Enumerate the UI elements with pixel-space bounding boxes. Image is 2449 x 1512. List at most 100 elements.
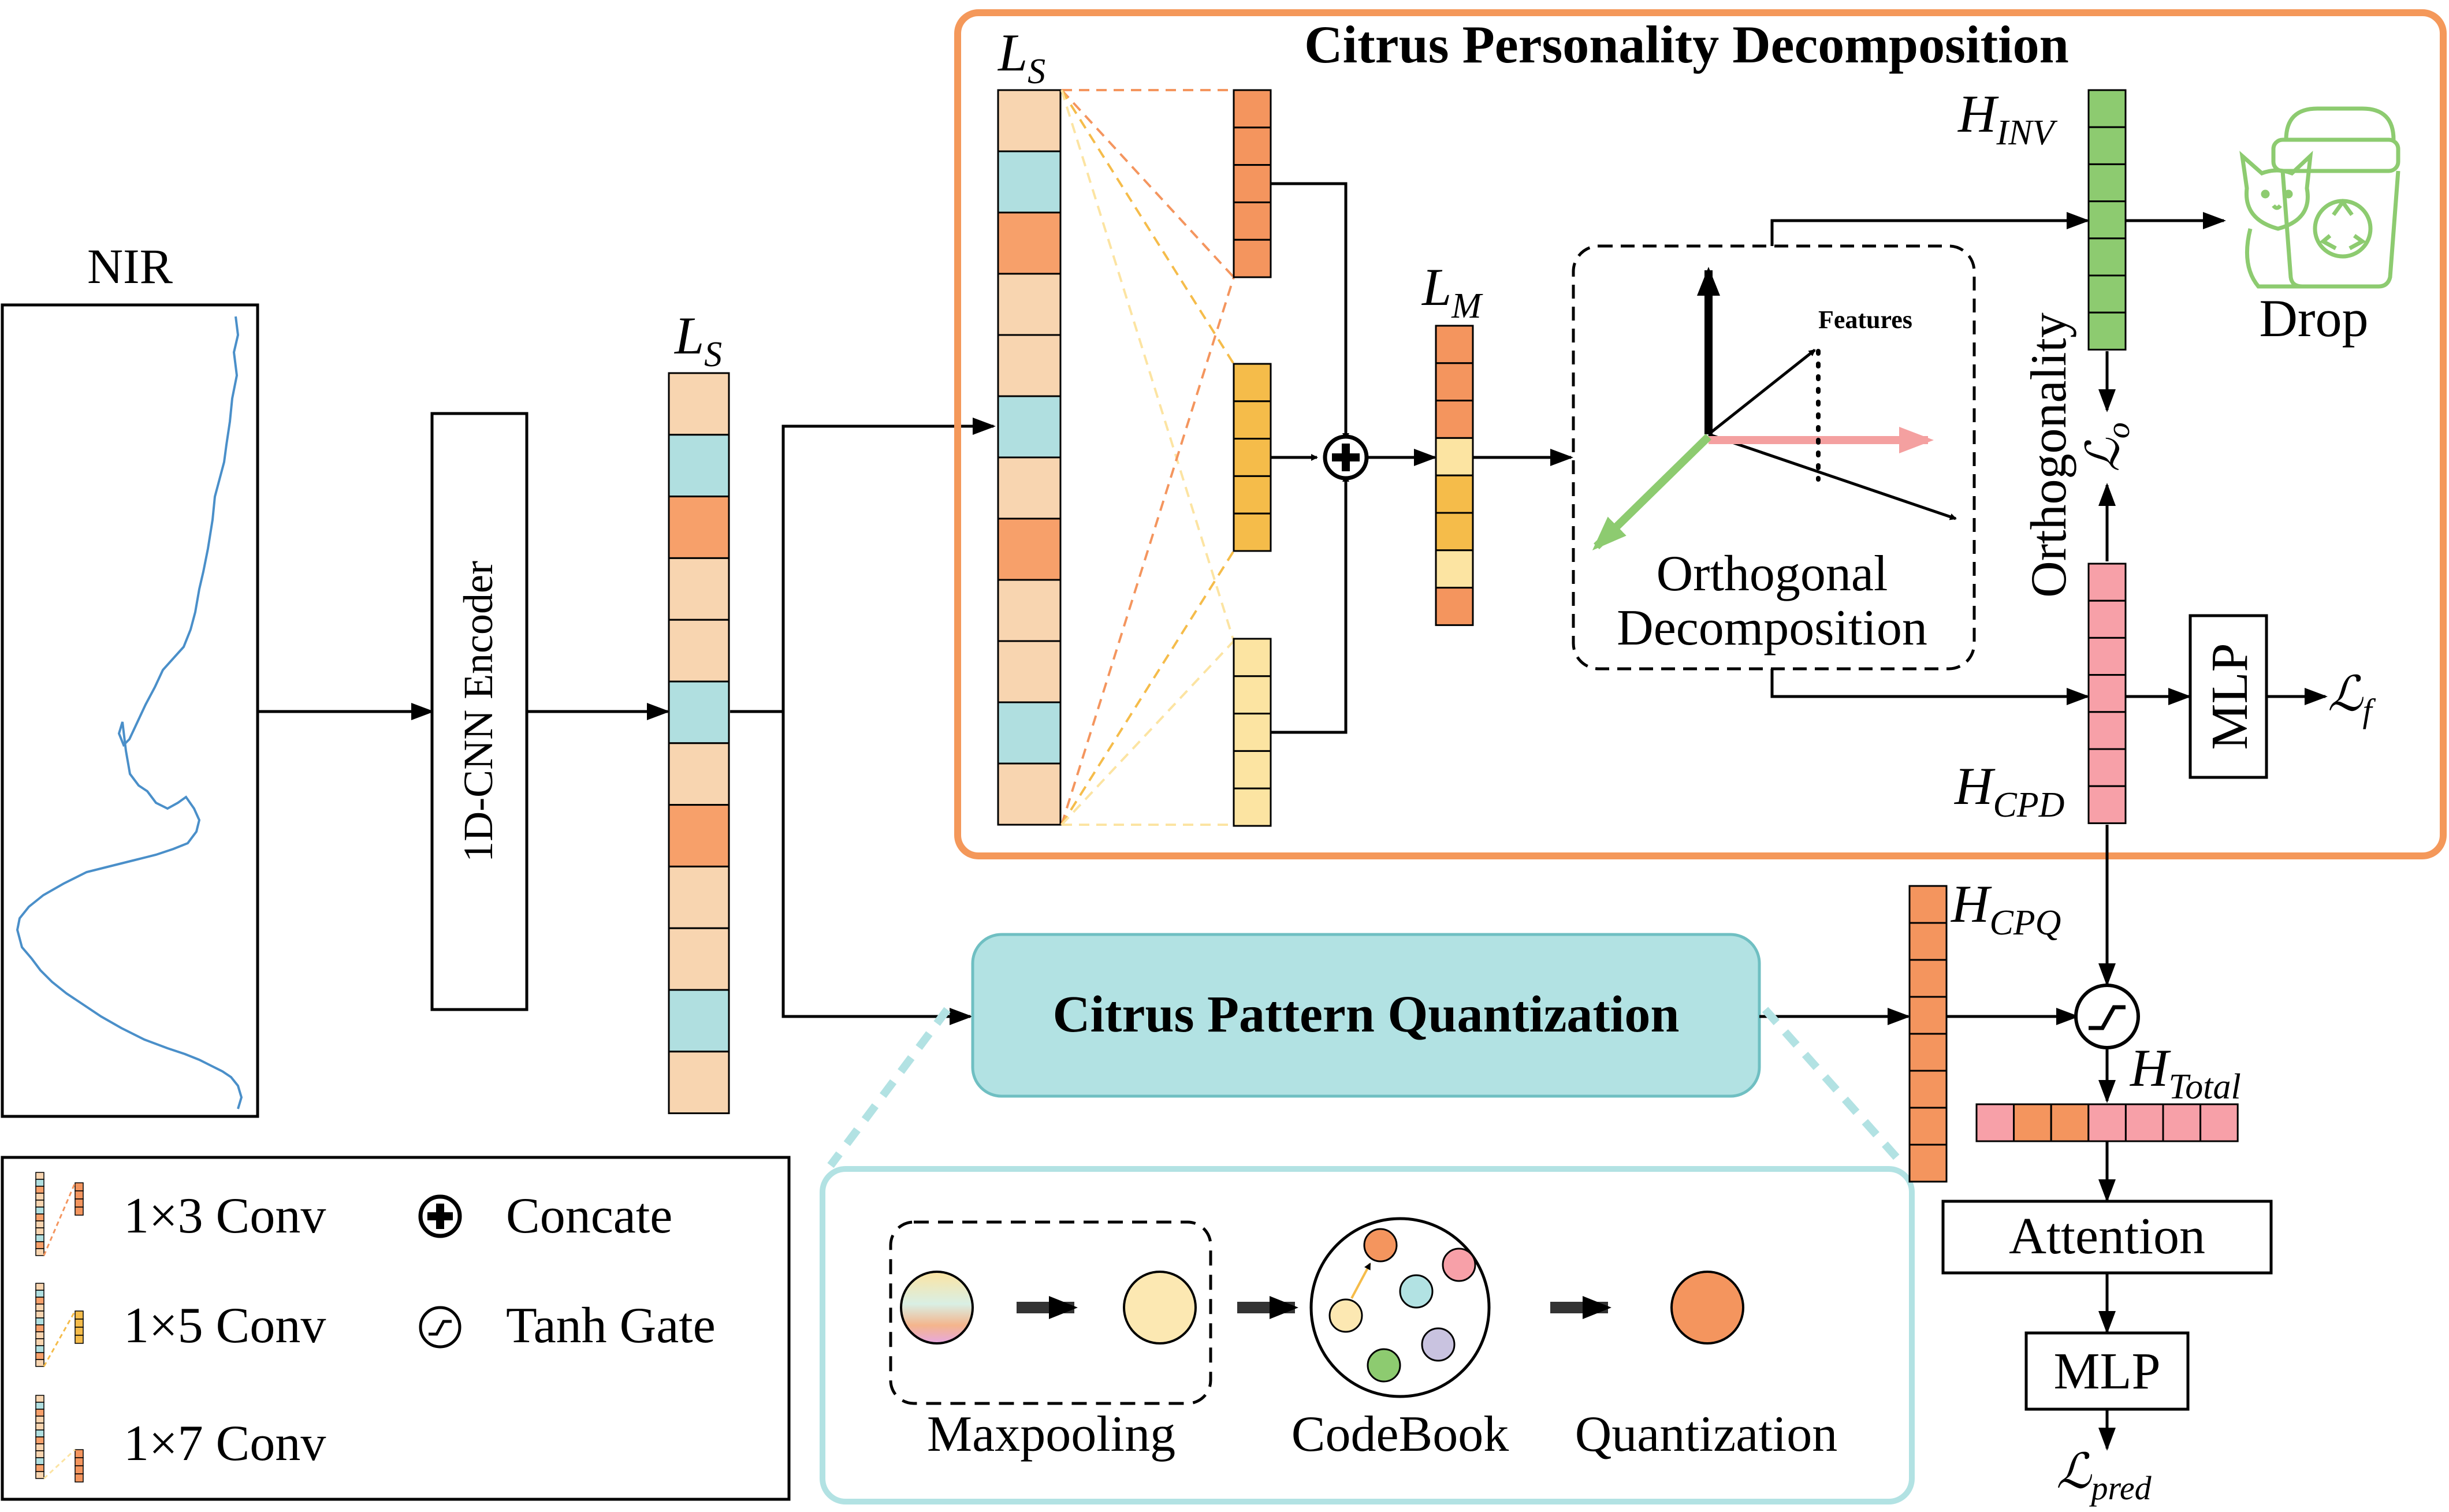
legend-input-cell bbox=[35, 1200, 44, 1208]
concat-symbol bbox=[1323, 434, 1369, 481]
legend-input-cell bbox=[35, 1443, 44, 1451]
conv7-output-cell bbox=[1233, 713, 1272, 752]
h-inv-cell bbox=[2087, 89, 2127, 128]
lm-cell bbox=[1435, 474, 1474, 514]
legend-input-cell bbox=[35, 1317, 44, 1325]
legend-output-cell bbox=[75, 1449, 84, 1458]
ls-cpd-cell bbox=[997, 640, 1062, 703]
maxpooling-label: Maxpooling bbox=[927, 1406, 1175, 1462]
ls-main-cell bbox=[668, 804, 730, 867]
line-conv3-concat bbox=[1271, 182, 1349, 440]
encoder-label: 1D-CNN Encoder bbox=[455, 561, 501, 862]
h-total-cell bbox=[2050, 1103, 2090, 1142]
h-inv-cell bbox=[2087, 311, 2127, 351]
conv5-output-cell bbox=[1233, 512, 1272, 552]
legend-receptive-line bbox=[43, 1182, 76, 1256]
lm-cell bbox=[1435, 549, 1474, 589]
encoder-block: 1D-CNN Encoder bbox=[430, 412, 528, 1011]
ls-main-cell bbox=[668, 1051, 730, 1115]
h-cpq-label: HCPQ bbox=[1951, 874, 2061, 943]
lm-cell bbox=[1435, 512, 1474, 552]
h-total-cell bbox=[1975, 1103, 2015, 1142]
conv-output-columns bbox=[1233, 89, 1272, 827]
lm-label: LM bbox=[1421, 258, 1483, 326]
h-cpd-cell bbox=[2087, 636, 2127, 676]
legend-output-cell bbox=[75, 1457, 84, 1466]
legend-input-cell bbox=[35, 1464, 44, 1472]
nir-spectrum-curve bbox=[16, 316, 243, 1109]
drop-trash-cat-icon bbox=[2239, 106, 2400, 289]
legend-input-cell bbox=[35, 1416, 44, 1424]
encoder-box bbox=[430, 412, 528, 1011]
loss-o-label: ℒo bbox=[2078, 422, 2137, 472]
arrow-ls-to-cpd bbox=[730, 418, 996, 713]
ls-main-cell bbox=[668, 865, 730, 929]
ls-cpd-cell bbox=[997, 150, 1062, 214]
h-cpd-cell bbox=[2087, 711, 2127, 750]
ls-main-cell bbox=[668, 742, 730, 806]
legend-input-cell bbox=[35, 1179, 44, 1187]
h-inv-cell bbox=[2087, 237, 2127, 277]
h-inv-cell bbox=[2087, 126, 2127, 165]
drop-label: Drop bbox=[2259, 289, 2368, 348]
ls-main-cell bbox=[668, 619, 730, 683]
mlp2-box bbox=[2024, 1331, 2190, 1411]
cpq-expand-line-right bbox=[1762, 1007, 1907, 1168]
conv3-output-cell bbox=[1233, 201, 1272, 241]
legend-output-cell bbox=[75, 1327, 84, 1336]
arrow-orth-hinv bbox=[1770, 212, 2090, 246]
conv3-output-cell bbox=[1233, 126, 1272, 166]
h-inv-cell bbox=[2087, 274, 2127, 314]
ls-cpd-cell bbox=[997, 456, 1062, 520]
legend-input-cell bbox=[35, 1359, 44, 1367]
ls-cpd-cell bbox=[997, 211, 1062, 275]
ls-cpd-feature-column bbox=[997, 89, 1062, 826]
h-inv-label: HINV bbox=[1957, 84, 2057, 152]
line-conv7-concat bbox=[1271, 475, 1349, 734]
legend-input-cell bbox=[35, 1290, 44, 1298]
legend-conv5: 1×5 Conv bbox=[124, 1298, 326, 1354]
legend-tanh-gate: Tanh Gate bbox=[506, 1298, 716, 1354]
h-inv-cell bbox=[2087, 163, 2127, 203]
legend-input-cell bbox=[35, 1429, 44, 1437]
h-total-cell bbox=[2124, 1103, 2164, 1142]
green-projection-arrow bbox=[1592, 433, 1711, 550]
legend-receptive-line bbox=[43, 1310, 76, 1367]
h-cpq-feature-column bbox=[1908, 885, 1948, 1183]
legend-frame bbox=[1, 1156, 791, 1501]
conv7-output-cell bbox=[1233, 675, 1272, 715]
quantized-feature-circle bbox=[1670, 1271, 1744, 1345]
input-feature-circle bbox=[900, 1271, 974, 1345]
conv7-output-cell bbox=[1233, 638, 1272, 677]
features-arrow bbox=[1707, 349, 1816, 435]
legend-input-cell bbox=[35, 1186, 44, 1194]
legend-output-cell bbox=[75, 1206, 84, 1216]
conv5-output-cell bbox=[1233, 438, 1272, 477]
h-total-cell bbox=[2013, 1103, 2052, 1142]
ls-main-cell bbox=[668, 372, 730, 436]
ls-main-cell bbox=[668, 989, 730, 1053]
tanh-gate-symbol bbox=[2074, 984, 2140, 1049]
conv5-output-cell bbox=[1233, 363, 1272, 403]
legend-input-cell bbox=[35, 1331, 44, 1339]
conv7-output-cell bbox=[1233, 750, 1272, 789]
legend-input-cell bbox=[35, 1324, 44, 1332]
h-cpq-cell bbox=[1908, 1107, 1948, 1146]
ls-cpd-cell bbox=[997, 395, 1062, 459]
pooled-feature-circle bbox=[1123, 1271, 1197, 1345]
ls-cpd-cell bbox=[997, 762, 1062, 826]
legend-output-cell bbox=[75, 1310, 84, 1320]
quantization-label: Quantization bbox=[1575, 1406, 1838, 1462]
h-cpd-feature-column bbox=[2087, 563, 2127, 824]
attention-box bbox=[1941, 1200, 2273, 1275]
ls-cpd-cell bbox=[997, 334, 1062, 397]
h-total-cell bbox=[2199, 1103, 2239, 1142]
h-cpd-cell bbox=[2087, 563, 2127, 602]
conv3-output-cell bbox=[1233, 89, 1272, 129]
ls-cpd-cell bbox=[997, 89, 1062, 152]
conv3-output-cell bbox=[1233, 164, 1272, 203]
features-label: Features bbox=[1818, 306, 1912, 334]
h-cpq-cell bbox=[1908, 885, 1948, 924]
lm-cell bbox=[1435, 437, 1474, 476]
legend-input-cell bbox=[35, 1436, 44, 1444]
